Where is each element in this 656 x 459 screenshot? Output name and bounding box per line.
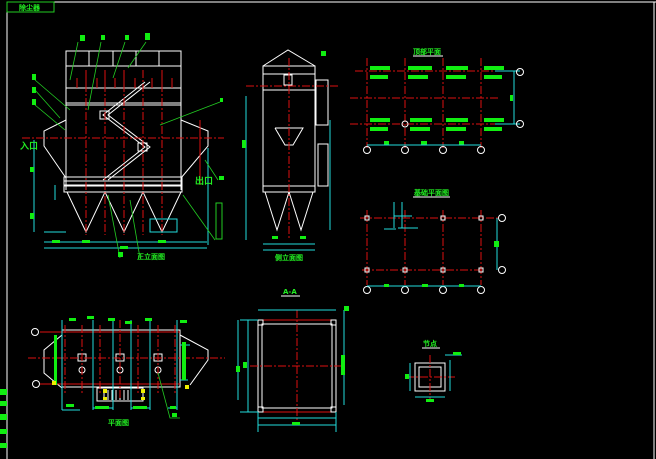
top-plan-title: 顶部平面 (413, 47, 441, 56)
title-block: 除尘器 (6, 1, 55, 13)
drawing-frame (6, 1, 656, 459)
support-plan-view: A-A (240, 288, 349, 432)
top-plan-view: 顶部平面 (350, 47, 524, 154)
front-elevation-title: 正立面图 (137, 252, 165, 261)
side-elevation-title: 侧立面图 (275, 253, 303, 262)
foundation-plan-view: 基础平面图 (360, 188, 506, 294)
plan-view: 平面图 (28, 316, 240, 427)
side-elevation-view: 侧立面图 (242, 49, 338, 262)
inlet-label: 入口 (19, 141, 38, 152)
front-elevation-view: 正立面图 入口 出口 (19, 33, 224, 261)
plan-view-title: 平面图 (108, 418, 129, 427)
foundation-plan-title: 基础平面图 (413, 188, 449, 197)
outlet-label: 出口 (195, 175, 213, 187)
support-plan-title: A-A (283, 288, 297, 296)
detail-title: 节点 (423, 339, 437, 348)
left-sidebar-tabs[interactable] (0, 389, 7, 448)
title-block-text: 除尘器 (19, 3, 41, 12)
detail-view: 节点 (405, 339, 462, 402)
